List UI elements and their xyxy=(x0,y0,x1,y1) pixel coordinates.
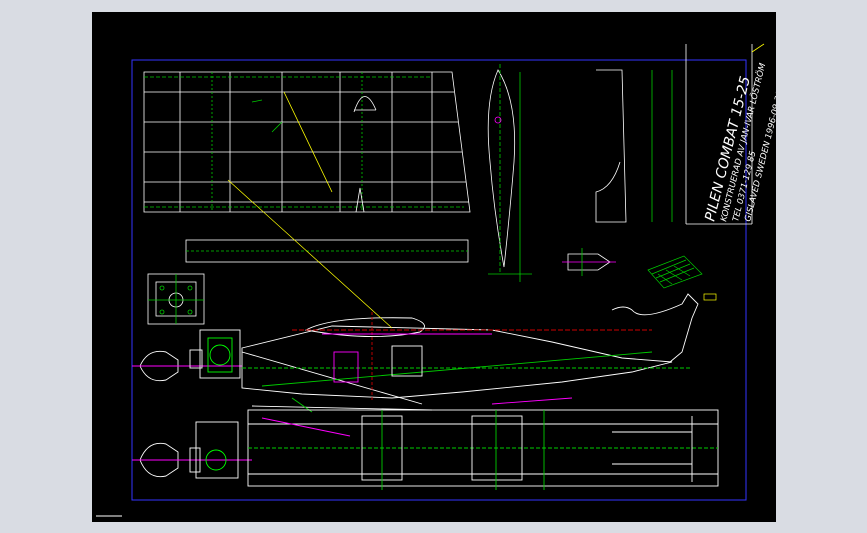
fuselage-side-view xyxy=(132,179,699,413)
fuselage-top-view xyxy=(132,397,719,490)
cad-drawing: PILEN COMBAT 15-25 KONSTRUERAD AV JAN-IV… xyxy=(96,43,776,517)
title-block: PILEN COMBAT 15-25 KONSTRUERAD AV JAN-IV… xyxy=(685,43,776,225)
cad-viewport[interactable]: PILEN COMBAT 15-25 KONSTRUERAD AV JAN-IV… xyxy=(92,12,776,522)
wing-plan-view xyxy=(143,71,471,263)
engine-mount-plate xyxy=(147,273,205,325)
wing-section-view xyxy=(487,64,532,282)
spinner-detail xyxy=(562,248,616,276)
stabilizer-detail xyxy=(647,255,717,301)
fin-side-view xyxy=(595,69,673,223)
drawing-border xyxy=(131,59,747,501)
